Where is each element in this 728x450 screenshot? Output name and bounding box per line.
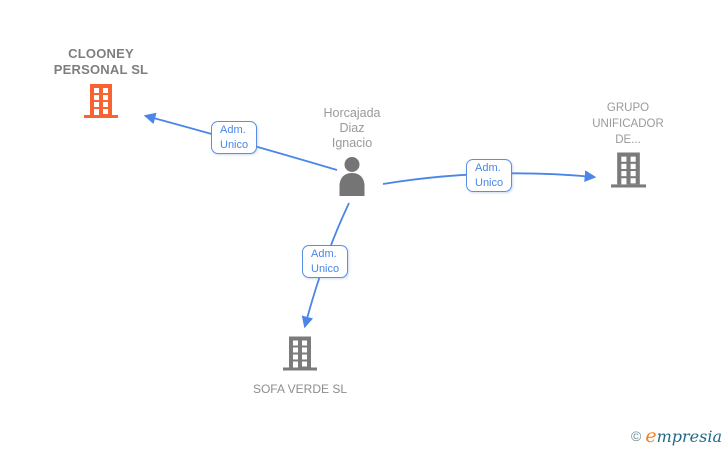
logo-brand-first-letter: e — [645, 425, 657, 447]
edge-label-adm-unico-grupo: Adm. Unico — [466, 159, 512, 192]
building-icon — [84, 84, 118, 118]
logo-brand-rest: mpresia — [656, 427, 722, 446]
company-node-clooney[interactable]: CLOONEY PERSONAL SL — [40, 46, 162, 123]
empresia-logo: ©empresia — [631, 426, 722, 447]
building-icon — [610, 152, 646, 188]
copyright-icon: © — [631, 428, 642, 444]
person-label: Horcajada Diaz Ignacio — [323, 106, 381, 150]
edge-label-adm-unico-clooney: Adm. Unico — [211, 121, 257, 154]
building-icon — [283, 336, 317, 371]
edge-label-adm-unico-sofa: Adm. Unico — [302, 245, 348, 278]
person-icon — [335, 156, 369, 196]
company-label-grupo-unificador: GRUPO UNIFICADOR DE... — [592, 102, 664, 146]
person-node-horcajada[interactable]: Horcajada Diaz Ignacio — [292, 106, 412, 201]
company-node-grupo-unificador[interactable]: GRUPO UNIFICADOR DE... — [568, 100, 688, 193]
company-label-sofa-verde: SOFA VERDE SL — [252, 382, 348, 396]
company-node-sofa-verde[interactable]: SOFA VERDE SL — [230, 336, 370, 396]
company-label-clooney: CLOONEY PERSONAL SL — [53, 46, 149, 77]
